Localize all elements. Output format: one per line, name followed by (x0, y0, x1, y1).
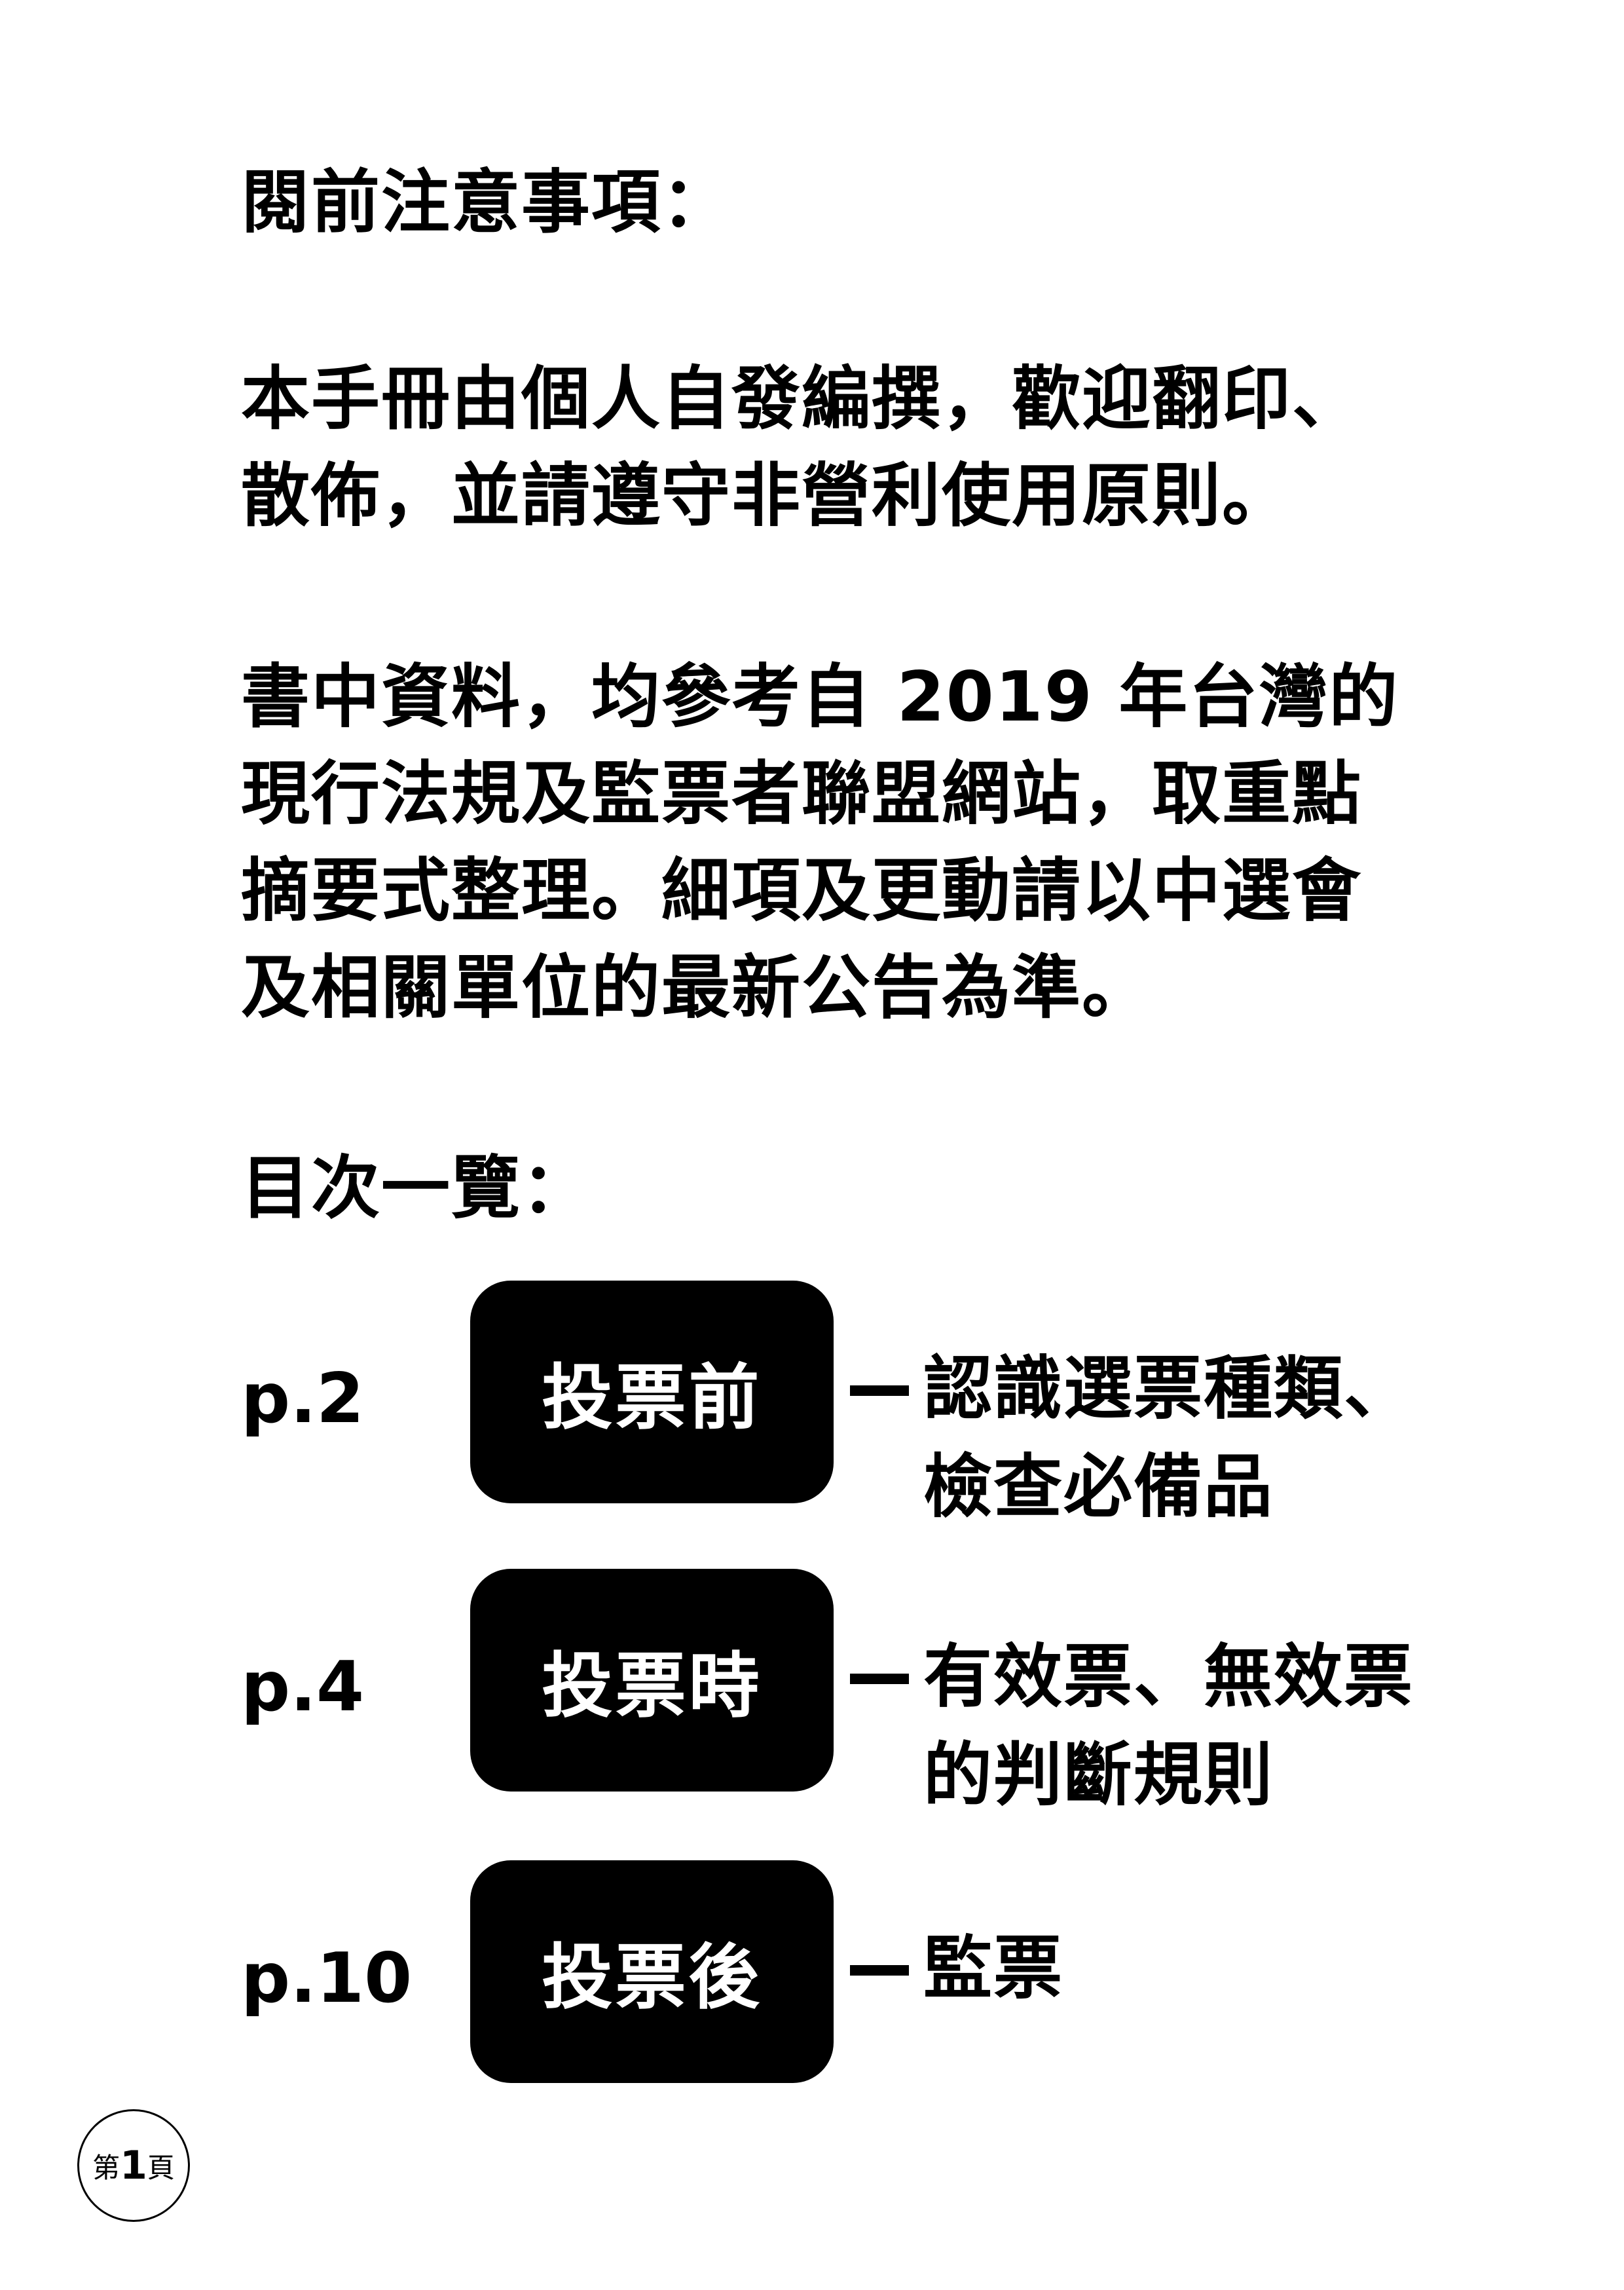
toc-item-during-voting: p.4 投票時 有效票、無效票 的判斷規則 (241, 1569, 1485, 1815)
toc-description-line: 監票 (923, 1928, 1064, 2008)
toc-description-line: 認識選票種類、 (923, 1349, 1414, 1429)
toc-page-number: p.4 (241, 1647, 365, 1727)
notice-paragraph-1-line: 本手冊由個人自發編撰，歡迎翻印、 (241, 359, 1363, 439)
toc-description-line: 的判斷規則 (923, 1735, 1274, 1815)
toc-item-after-voting: p.10 投票後 監票 (241, 1860, 1485, 2083)
toc-page-number: p.10 (241, 1938, 413, 2018)
notice-paragraph-2-line: 及相關單位的最新公告為準。 (241, 948, 1153, 1028)
toc-section-label: 投票時 (470, 1569, 834, 1792)
toc-description: 有效票、無效票 的判斷規則 (923, 1628, 1414, 1824)
notice-paragraph-2: 書中資料，均參考自 2019 年台灣的 現行法規及監票者聯盟網站，取重點 摘要式… (241, 648, 1399, 1036)
page-number-prefix: 第 (92, 2151, 120, 2184)
notice-paragraph-2-line: 現行法規及監票者聯盟網站，取重點 (241, 754, 1363, 834)
toc-dash (850, 1674, 909, 1684)
toc-description: 認識選票種類、 檢查必備品 (923, 1340, 1414, 1536)
notice-paragraph-1-line: 散佈，並請遵守非營利使用原則。 (241, 456, 1293, 536)
notice-paragraph-2-line: 摘要式整理。細項及更動請以中選會 (241, 851, 1363, 931)
toc-description: 監票 (923, 1919, 1063, 2018)
toc-description-line: 檢查必備品 (923, 1447, 1274, 1527)
notice-paragraph-2-line: 書中資料，均參考自 2019 年台灣的 (241, 657, 1399, 737)
toc-page-number: p.2 (241, 1359, 365, 1438)
toc-heading: 目次一覽： (241, 1148, 592, 1228)
page-number: 1 (120, 2143, 147, 2188)
toc-dash (850, 1965, 909, 1976)
notice-paragraph-1: 本手冊由個人自發編撰，歡迎翻印、 散佈，並請遵守非營利使用原則。 (241, 350, 1362, 544)
toc-item-before-voting: p.2 投票前 認識選票種類、 檢查必備品 (241, 1281, 1485, 1527)
toc-dash (850, 1385, 909, 1396)
notice-heading: 閱前注意事項： (241, 162, 732, 242)
toc-section-label: 投票後 (470, 1860, 834, 2083)
toc-description-line: 有效票、無效票 (923, 1637, 1414, 1717)
page-number-suffix: 頁 (147, 2151, 175, 2184)
toc-section-label: 投票前 (470, 1281, 834, 1503)
